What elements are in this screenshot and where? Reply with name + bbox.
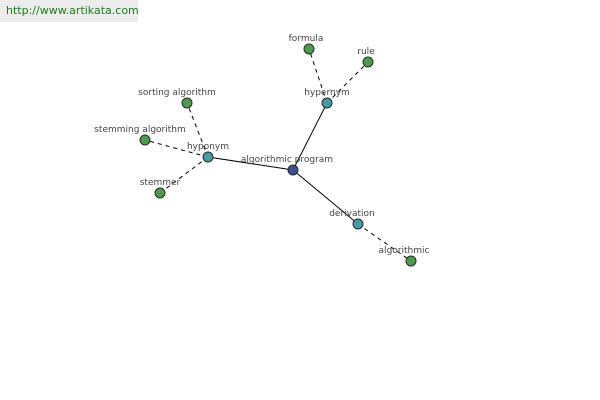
node-label-algorithmic: algorithmic (379, 246, 430, 256)
edges-layer (144, 48, 412, 262)
node-label-stemmer: stemmer (140, 178, 181, 188)
node-label-hyponym: hyponym (187, 142, 229, 152)
node-label-center: algorithmic program (241, 155, 333, 165)
watermark-text: http://www.artikata.com (6, 4, 139, 17)
edge-center-hyponym (207, 156, 294, 171)
node-derivation[interactable] (352, 218, 364, 230)
node-label-derivation: derivation (329, 209, 375, 219)
edge-hyponym-stemming (144, 139, 209, 158)
edge-hypernym-rule (326, 61, 369, 104)
node-stemmer[interactable] (154, 187, 166, 199)
nodes-layer (139, 43, 417, 267)
node-rule[interactable] (362, 56, 374, 68)
node-label-formula: formula (289, 34, 324, 44)
node-hypernym[interactable] (321, 97, 333, 109)
node-center[interactable] (287, 164, 299, 176)
node-formula[interactable] (303, 43, 315, 55)
node-label-hypernym: hypernym (304, 88, 350, 98)
edge-hypernym-formula (308, 48, 328, 104)
edge-center-hypernym (292, 102, 328, 171)
edge-center-derivation (292, 169, 359, 225)
node-hyponym[interactable] (202, 151, 214, 163)
node-label-stemming: stemming algorithm (94, 125, 186, 135)
watermark-banner: http://www.artikata.com (0, 0, 139, 22)
edge-hyponym-sorting (186, 102, 209, 158)
edge-derivation-algorithmic (357, 223, 412, 262)
edge-hyponym-stemmer (159, 156, 209, 194)
labels-layer: algorithmic program hypernym hyponym deriva… (94, 34, 429, 256)
node-label-sorting: sorting algorithm (138, 88, 216, 98)
node-stemming[interactable] (139, 134, 151, 146)
node-sorting[interactable] (181, 97, 193, 109)
node-label-rule: rule (357, 47, 375, 57)
node-algorithmic[interactable] (405, 255, 417, 267)
